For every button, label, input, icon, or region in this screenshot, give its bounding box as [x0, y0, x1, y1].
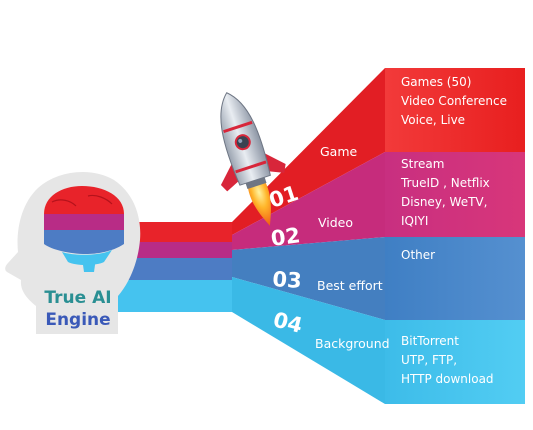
ribbon-best-effort [232, 237, 385, 320]
bar-background [115, 280, 232, 312]
ribbon-background [232, 277, 385, 404]
app-item: Other [401, 248, 435, 262]
tier-number-03: 03 [272, 267, 303, 293]
bar-video [115, 242, 232, 258]
tier-panel-game [385, 68, 525, 152]
app-item: Voice, Live [401, 113, 465, 127]
engine-title-line2: Engine [45, 310, 110, 330]
brain-icon [44, 186, 124, 272]
apps-list-background: BitTorrent UTP, FTP, HTTP download [401, 334, 494, 386]
app-item: TrueID , Netflix [400, 176, 490, 190]
apps-list-game: Games (50) Video Conference Voice, Live [401, 75, 507, 127]
tier-panel-video [385, 152, 525, 237]
apps-list-video: Stream TrueID , Netflix Disney, WeTV, IQ… [400, 157, 490, 228]
bar-best-effort [115, 258, 232, 280]
ribbon-video [232, 152, 385, 250]
apps-list-best-effort: Other [401, 248, 435, 262]
ribbon-game [232, 68, 385, 235]
tier-label-video: Video [318, 215, 353, 230]
rocket-icon [220, 92, 286, 226]
app-item: Games (50) [401, 75, 471, 89]
app-item: Stream [401, 157, 444, 171]
app-item: IQIYI [401, 214, 428, 228]
engine-title-line1: True AI [44, 288, 111, 308]
app-item: UTP, FTP, [401, 353, 457, 367]
app-item: Disney, WeTV, [401, 195, 487, 209]
tier-label-best-effort: Best effort [317, 278, 383, 293]
app-item: BitTorrent [401, 334, 459, 348]
tier-panel-best-effort [385, 237, 525, 320]
tier-label-game: Game [320, 144, 358, 159]
bar-game [115, 222, 232, 242]
tier-panel-background [385, 320, 525, 404]
app-item: HTTP download [401, 372, 494, 386]
tier-number-02: 02 [269, 223, 301, 251]
app-item: Video Conference [401, 94, 507, 108]
tier-label-background: Background [315, 336, 390, 351]
